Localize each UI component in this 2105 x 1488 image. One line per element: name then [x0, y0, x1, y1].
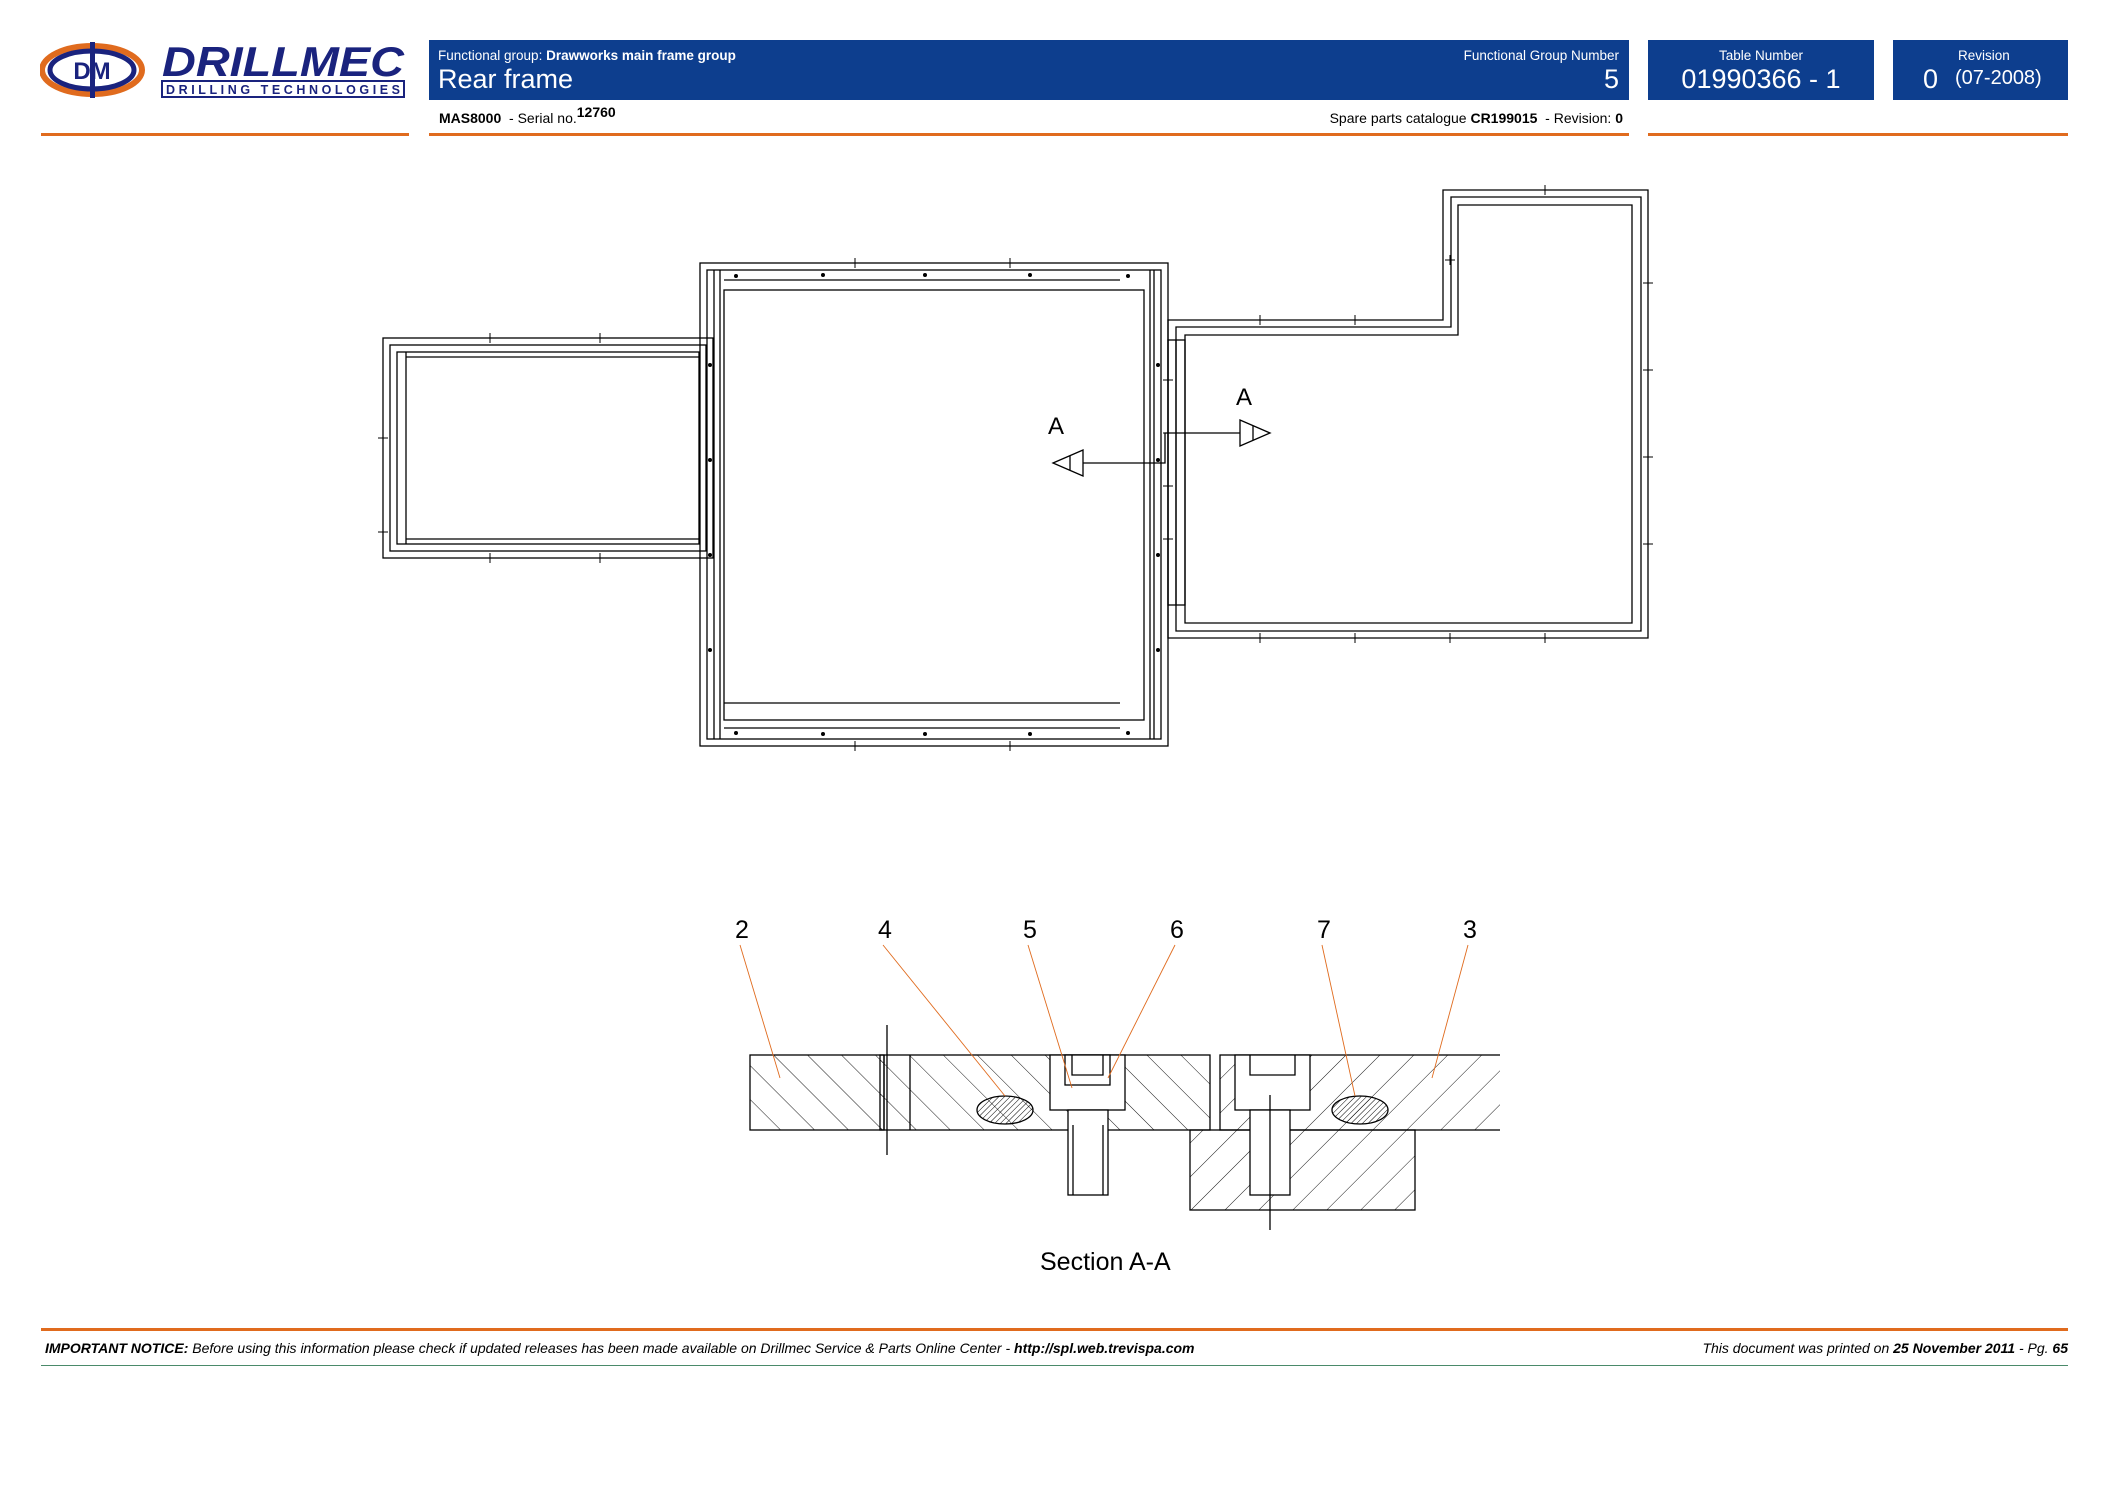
- plan-view-drawing: A A: [370, 180, 1670, 760]
- bolt-marker: [1350, 633, 1360, 643]
- notice-label: IMPORTANT NOTICE:: [45, 1340, 189, 1356]
- section-title: Section A-A: [1040, 1248, 1171, 1276]
- logo-wordmark: DRILLMEC: [162, 38, 405, 85]
- catalogue-revision-value: 0: [1615, 110, 1623, 126]
- bolt-marker: [850, 741, 860, 751]
- section-mark-right: A: [1236, 384, 1252, 411]
- bolt-marker: [378, 527, 388, 537]
- page-title: Rear frame: [438, 64, 574, 94]
- title-underline: [429, 133, 1629, 136]
- catalogue-revision-label: - Revision:: [1545, 110, 1612, 126]
- revision-value: 0: [1923, 64, 1939, 94]
- right-frame: [1167, 189, 1649, 639]
- bolt-markers: [378, 185, 1653, 751]
- bolt-marker: [485, 553, 495, 563]
- callout-6: 6: [1170, 916, 1184, 944]
- print-info: This document was printed on 25 November…: [1702, 1340, 2068, 1356]
- logo-mark: DM: [73, 58, 110, 85]
- footer-bottom-rule: [41, 1365, 2068, 1366]
- bolt-marker: [1163, 481, 1173, 491]
- section-view-drawing: 2 4 5 6 7 3 Section A-A: [720, 900, 1500, 1280]
- callout-2: 2: [735, 916, 749, 944]
- center-frame: [699, 262, 1169, 747]
- table-underline: [1648, 133, 2068, 136]
- bolt-marker: [595, 333, 605, 343]
- bolt-head-recess-right: [1234, 1054, 1311, 1111]
- hole-dots: [708, 273, 1160, 736]
- serial-number: 12760: [576, 104, 616, 120]
- table-number-label: Table Number: [1718, 48, 1804, 63]
- important-notice: IMPORTANT NOTICE: Before using this info…: [45, 1340, 1195, 1356]
- bolt-marker: [1643, 278, 1653, 288]
- bolt-marker: [1255, 315, 1265, 325]
- bolt-marker: [595, 553, 605, 563]
- catalogue-number: CR199015: [1470, 110, 1538, 126]
- model-serial: MAS8000 - Serial no.12760: [439, 104, 616, 126]
- bolt-marker: [1445, 633, 1455, 643]
- section-mark-left: A: [1048, 413, 1064, 440]
- bolt-marker: [1163, 534, 1173, 544]
- bolt-marker: [1445, 255, 1455, 265]
- seal-left: [976, 1095, 1034, 1125]
- callout-5: 5: [1023, 916, 1037, 944]
- company-logo: DM DRILLMEC DRILLING TECHNOLOGIES: [39, 38, 410, 102]
- callout-3: 3: [1463, 916, 1477, 944]
- page-number: 65: [2052, 1340, 2068, 1356]
- notice-text: Before using this information please che…: [192, 1340, 1011, 1356]
- bolt-shank: [1067, 1109, 1109, 1196]
- functional-group-label: Functional group:: [438, 48, 543, 63]
- section-line-a-a: [1051, 419, 1272, 477]
- page-label: - Pg.: [2018, 1340, 2049, 1356]
- catalogue-info: Spare parts catalogue CR199015 - Revisio…: [1330, 110, 1623, 126]
- bolt-marker: [850, 258, 860, 268]
- callout-7: 7: [1317, 916, 1331, 944]
- revision-block: Revision 0 (07-2008): [1893, 40, 2068, 100]
- revision-date: (07-2008): [1955, 67, 2042, 89]
- plate-center: [879, 1054, 1211, 1131]
- title-block: Functional group: Drawworks main frame g…: [429, 40, 1629, 100]
- bolt-marker: [1643, 539, 1653, 549]
- revision-label: Revision: [1958, 48, 2010, 63]
- logo-underline: [41, 133, 409, 136]
- plate-left: [749, 1054, 885, 1131]
- bolt-marker: [1643, 365, 1653, 375]
- bolt-marker: [1255, 633, 1265, 643]
- bolt-marker: [485, 333, 495, 343]
- logo-tagline: DRILLING TECHNOLOGIES: [166, 83, 400, 97]
- table-number-value: 01990366 - 1: [1681, 64, 1841, 94]
- callout-numbers: 2 4 5 6 7 3: [735, 916, 1477, 944]
- left-frame: [382, 337, 714, 559]
- bolt-marker: [1005, 741, 1015, 751]
- serial-label: - Serial no.: [509, 110, 577, 126]
- bolt-marker: [378, 433, 388, 443]
- printed-date: 25 November 2011: [1893, 1340, 2016, 1356]
- group-number-value: 5: [1603, 64, 1619, 94]
- bolt-marker: [1540, 633, 1550, 643]
- footer-rule: [41, 1328, 2068, 1331]
- bolt-marker: [1540, 185, 1550, 195]
- callout-leaders: [739, 944, 1469, 1097]
- seal-right: [1331, 1095, 1389, 1125]
- functional-group-value: Drawworks main frame group: [546, 48, 736, 63]
- bolt-marker: [1350, 315, 1360, 325]
- functional-group-line: Functional group: Drawworks main frame g…: [438, 48, 736, 64]
- bolt-marker: [1643, 452, 1653, 462]
- bolt-marker: [1163, 375, 1173, 385]
- notice-url[interactable]: http://spl.web.trevispa.com: [1014, 1340, 1195, 1356]
- model-name: MAS8000: [439, 110, 502, 126]
- printed-label: This document was printed on: [1702, 1340, 1890, 1356]
- base-block: [1189, 1129, 1416, 1211]
- group-number-label: Functional Group Number: [1463, 48, 1619, 63]
- table-number-block: Table Number 01990366 - 1: [1648, 40, 1874, 100]
- catalogue-label: Spare parts catalogue: [1329, 110, 1467, 126]
- bolt-marker: [1005, 258, 1015, 268]
- callout-4: 4: [878, 916, 892, 944]
